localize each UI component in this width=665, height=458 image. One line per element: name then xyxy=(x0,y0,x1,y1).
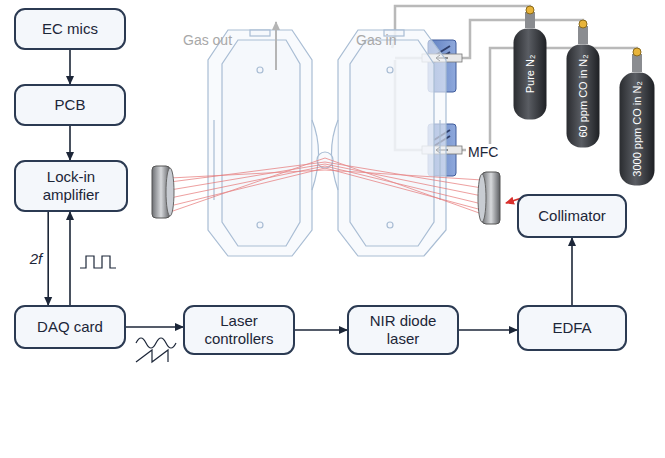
laser-box: NIR diode laser xyxy=(347,305,459,355)
edge-label: 2f xyxy=(30,250,43,267)
controller-box: Laser controllers xyxy=(183,305,295,355)
box-label: EC mics xyxy=(34,16,106,42)
signal-arrow xyxy=(47,212,49,305)
gas-out-arrow xyxy=(275,22,277,70)
mirror xyxy=(152,166,500,224)
box-label: EDFA xyxy=(544,315,599,341)
signal-arrow xyxy=(69,50,71,84)
ramp-wave-symbol xyxy=(136,350,168,362)
gas-cylinder: 3000 ppm CO in N₂ xyxy=(619,72,655,186)
signal-arrow xyxy=(571,238,573,305)
box-label: Laser controllers xyxy=(185,308,293,352)
box-label: Collimator xyxy=(530,203,614,229)
part-label: MFC xyxy=(466,144,500,160)
gas-cylinder: 60 ppm CO in N₂ xyxy=(566,44,600,148)
daq-box: DAQ card xyxy=(14,305,126,349)
box-label: NIR diode laser xyxy=(349,308,457,352)
lock-in-box: Lock-in amplifier xyxy=(14,160,128,212)
gas-label: Gas out xyxy=(183,32,232,48)
mic-box: EC mics xyxy=(14,8,126,50)
pcb-box: PCB xyxy=(14,84,126,126)
signal-arrow xyxy=(459,329,517,331)
laser-beam xyxy=(170,158,482,214)
gas-cell xyxy=(208,30,446,256)
cylinder-label: 3000 ppm CO in N₂ xyxy=(631,81,643,176)
amplifier-box: EDFA xyxy=(517,305,627,351)
signal-arrow xyxy=(69,126,71,160)
signal-arrow xyxy=(295,329,347,331)
cylinder-label: Pure N₂ xyxy=(524,55,536,94)
box-label: DAQ card xyxy=(29,314,111,340)
signal-arrow xyxy=(126,326,183,328)
signal-arrow xyxy=(69,212,71,305)
gas-cylinder: Pure N₂ xyxy=(513,28,547,120)
collimator-box: Collimator xyxy=(517,194,627,238)
gas-label: Gas in xyxy=(356,32,396,48)
square-wave-symbol xyxy=(80,256,116,268)
box-label: Lock-in amplifier xyxy=(16,164,126,208)
cylinder-label: 60 ppm CO in N₂ xyxy=(577,54,589,137)
sine-wave-symbol xyxy=(136,338,176,348)
box-label: PCB xyxy=(47,92,94,118)
